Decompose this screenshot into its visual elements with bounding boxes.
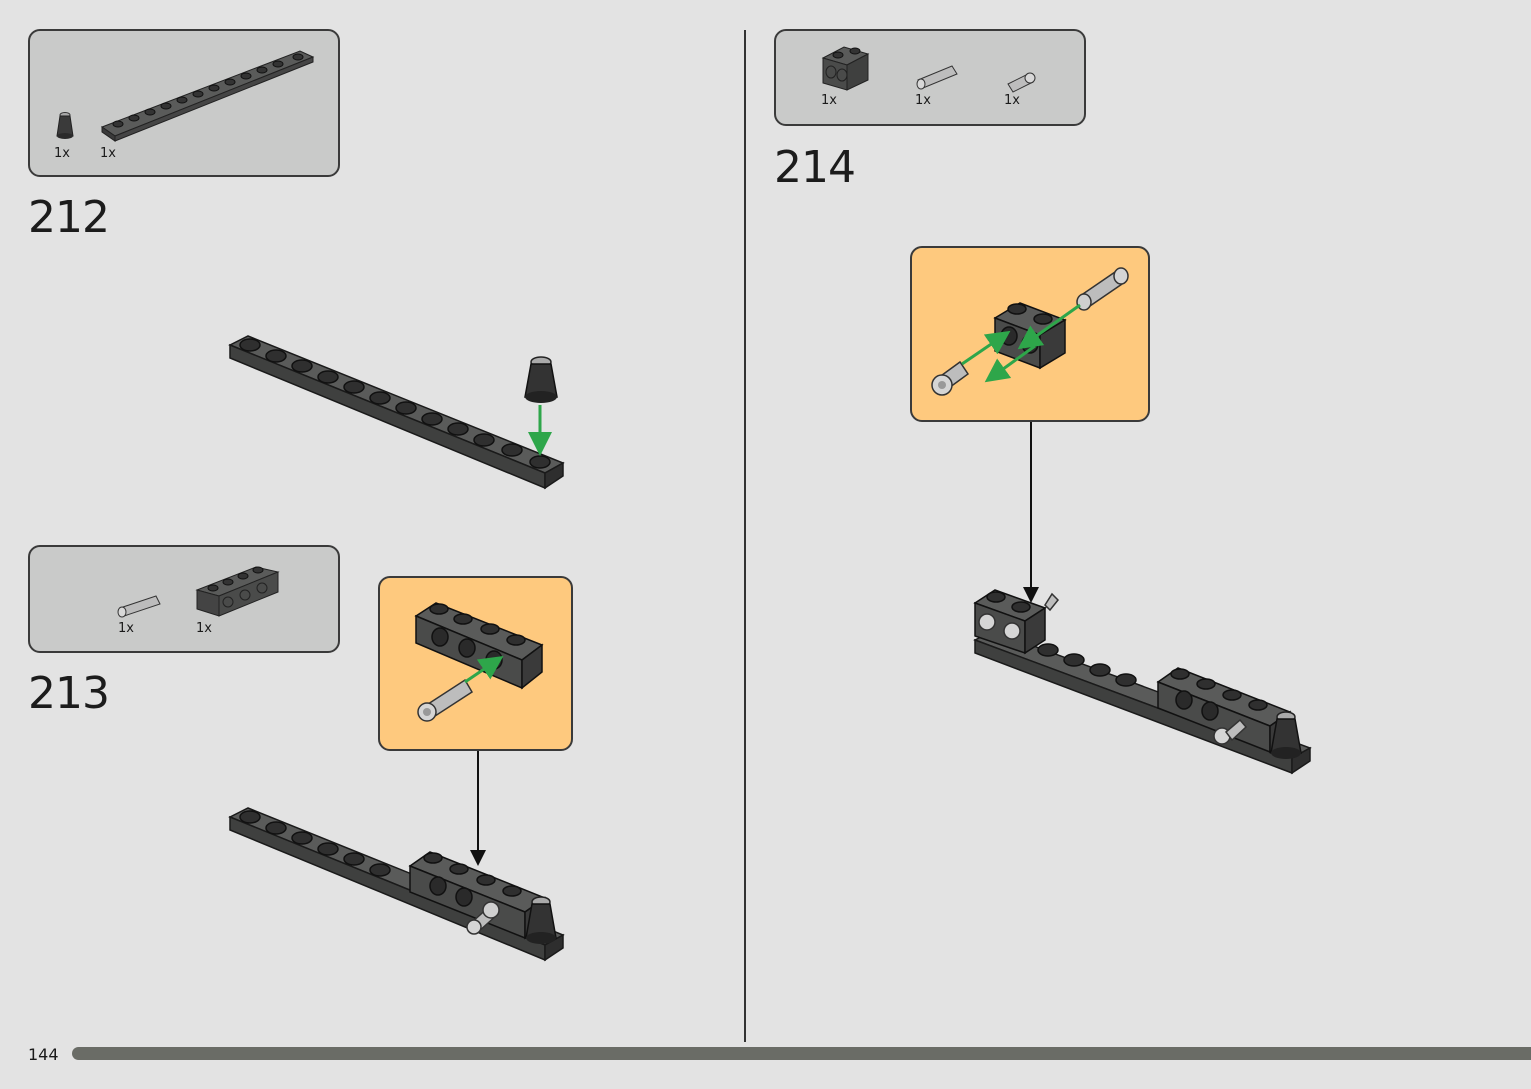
step-212-cone [524,356,558,403]
long-pin-icon [916,65,958,90]
callout-213-pin [417,678,474,722]
callout-214-arrow-out [984,344,1036,383]
step-212-plate [228,335,565,490]
step-213-pin [466,901,500,935]
part-qty-brick-1x4: 1x [196,621,212,636]
callout-214-long-pin [1076,267,1129,311]
short-pin-icon [1007,72,1036,93]
callout-214-brick [993,302,1067,370]
step-number-214: 214 [774,142,856,193]
progress-bar [72,1047,1531,1060]
brick-1x2-icon [821,46,870,91]
step-214-cone [1270,711,1302,759]
step-213-cone [525,896,557,944]
callout-214-short-pin [931,360,970,396]
callout-214-arrow-long-pin [1017,303,1081,350]
step-number-213: 213 [28,668,110,719]
part-qty-brick-1x2: 1x [821,93,837,108]
parts-list-step-213 [28,545,340,653]
step-213-plate [228,807,565,962]
page-divider [744,30,746,1042]
part-qty-long-pin: 1x [915,93,931,108]
long-plate-icon [100,50,315,142]
callout-214-arrow-short-pin [961,330,1011,366]
page-number: 144 [28,1045,59,1064]
brick-1x4-icon [195,566,280,617]
cone-icon [56,112,74,139]
part-qty-cone: 1x [54,146,70,161]
step-214-brick-1x2 [973,589,1060,655]
callout-213-brick [414,602,544,690]
callout-213-arrow [464,655,504,684]
part-qty-short-pin: 1x [1004,93,1020,108]
step-214-brick-1x4 [1156,667,1292,754]
step-number-212: 212 [28,192,110,243]
pin-icon [117,595,161,618]
part-qty-long-plate: 1x [100,146,116,161]
step-213-brick [408,851,547,940]
part-qty-pin: 1x [118,621,134,636]
